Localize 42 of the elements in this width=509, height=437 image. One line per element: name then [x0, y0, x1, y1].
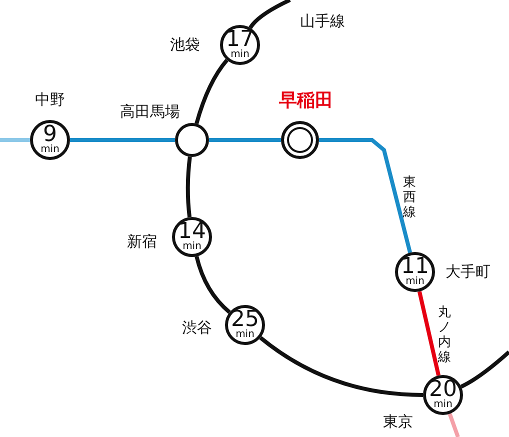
- station-circle: [423, 375, 463, 415]
- station-circle: [175, 123, 209, 157]
- route-line: [194, 256, 231, 314]
- route-line: [417, 291, 441, 376]
- route-line: [248, 0, 291, 29]
- route-line: [259, 336, 424, 397]
- route-line: [460, 350, 509, 388]
- station-circle: [30, 120, 70, 160]
- station-name: 早稲田: [279, 89, 333, 112]
- travel-time: 11: [401, 257, 429, 277]
- station-name: 中野: [35, 90, 65, 110]
- station-circle: [225, 305, 265, 345]
- route-line: [209, 138, 281, 142]
- station-circle: [395, 252, 435, 292]
- station-name: 東京: [383, 412, 413, 432]
- line-name: 丸ノ内線: [438, 305, 451, 365]
- travel-time: 20: [429, 380, 457, 400]
- route-line: [194, 58, 228, 124]
- station-circle: [281, 121, 319, 159]
- time-unit: min: [406, 277, 424, 287]
- time-unit: min: [434, 400, 452, 410]
- station-name: 新宿: [127, 232, 157, 252]
- time-unit: min: [236, 330, 254, 340]
- line-name: 東西線: [403, 175, 416, 220]
- route-line: [448, 413, 460, 437]
- travel-time: 14: [178, 222, 206, 242]
- station-name: 池袋: [170, 36, 200, 54]
- time-unit: min: [230, 50, 250, 60]
- line-name: 山手線: [300, 12, 345, 31]
- travel-time: 25: [231, 310, 259, 330]
- time-unit: min: [40, 145, 60, 155]
- route-line: [319, 138, 412, 254]
- travel-time: 9: [43, 125, 57, 145]
- route-line: [70, 138, 175, 142]
- route-line: [186, 156, 192, 218]
- station-name: 渋谷: [182, 318, 212, 338]
- time-unit: min: [182, 242, 202, 252]
- station-circle: [220, 25, 260, 65]
- station-name: 大手町: [446, 262, 490, 282]
- station-name: 高田馬場: [120, 102, 180, 122]
- station-circle: [172, 217, 212, 257]
- route-line: [0, 138, 30, 142]
